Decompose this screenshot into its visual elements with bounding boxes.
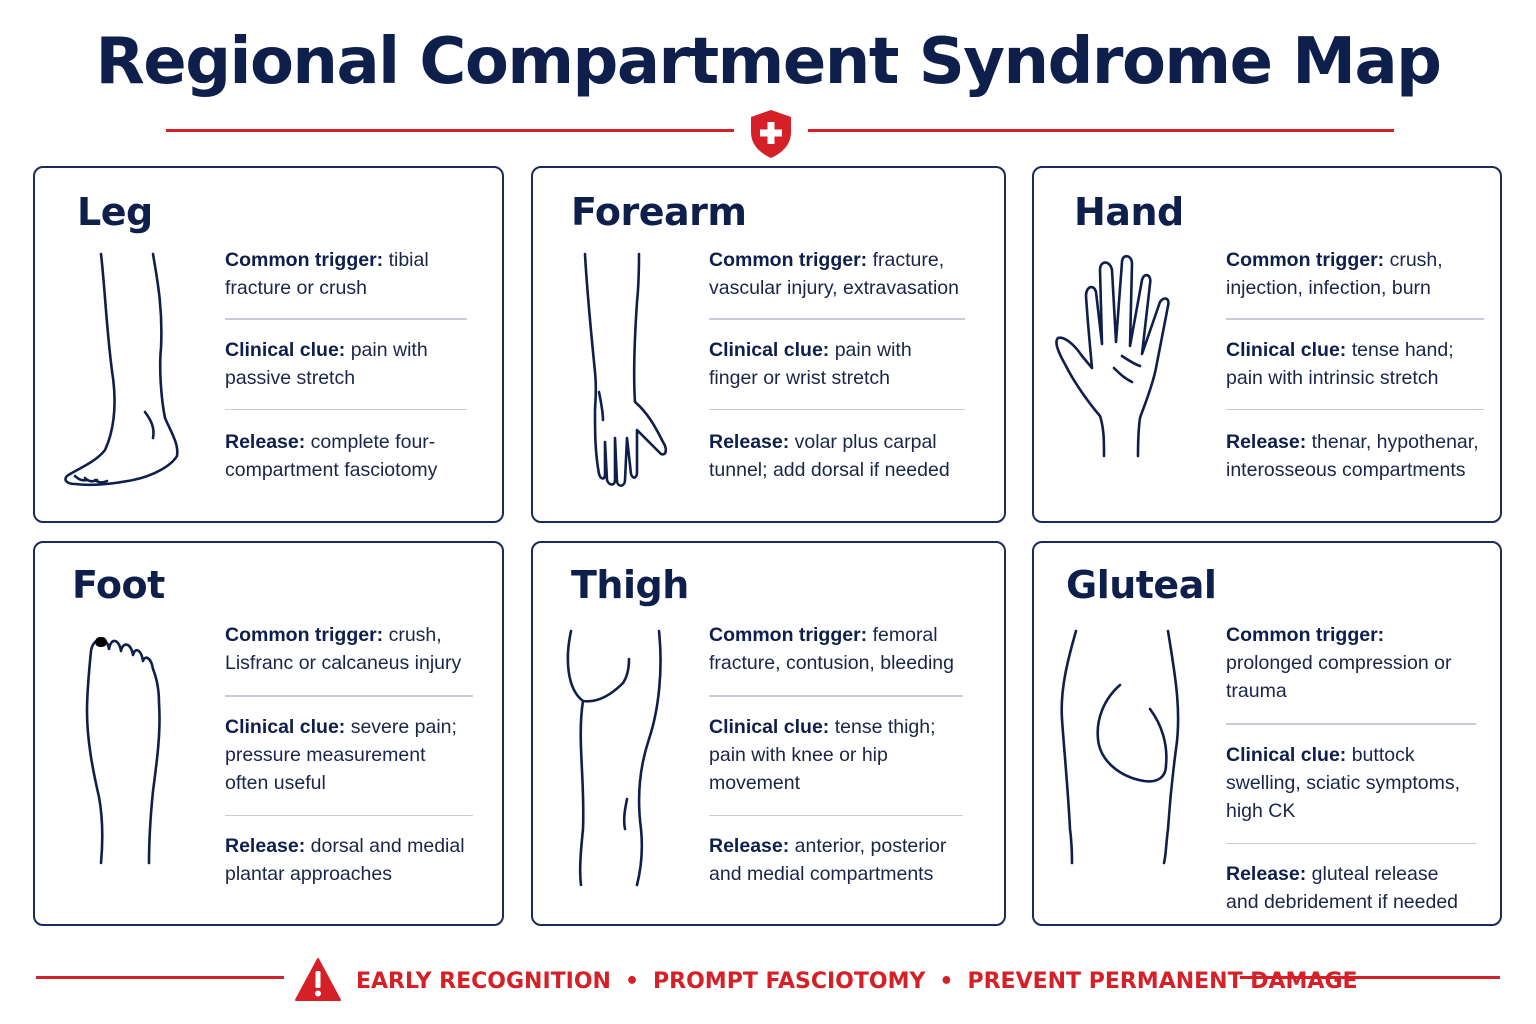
item-release: Release: complete four-compartment fasci… [225, 431, 438, 481]
divider [1226, 842, 1476, 844]
card-items: Common trigger: crush, Lisfranc or calca… [225, 621, 473, 888]
footer-divider-left [36, 976, 284, 979]
divider [225, 695, 473, 697]
card-thigh: Thigh Common trigger: femoral fracture, … [531, 541, 1006, 926]
item-release: Release: volar plus carpal tunnel; add d… [709, 431, 950, 481]
card-items: Common trigger: prolonged compression or… [1226, 621, 1476, 916]
medical-cross-shield-icon [748, 108, 794, 160]
item-trigger: Common trigger: tibial fracture or crush [225, 249, 429, 299]
divider [709, 695, 963, 697]
divider [1226, 318, 1484, 320]
divider [1226, 408, 1484, 410]
item-release: Release: anterior, posterior and medial … [709, 835, 947, 885]
card-foot: Foot Common trigger: crush, Lisfranc or … [33, 541, 504, 926]
footer-separator: • [624, 969, 640, 994]
item-clue: Clinical clue: severe pain; pressure mea… [225, 715, 457, 794]
footer-item: PREVENT PERMANENT DAMAGE [967, 969, 1358, 994]
card-title: Leg [77, 190, 153, 234]
item-clue: Clinical clue: pain with finger or wrist… [709, 338, 912, 389]
divider [225, 318, 467, 320]
card-title: Foot [72, 563, 165, 607]
divider [1226, 723, 1476, 725]
title-divider-left [166, 129, 734, 132]
title-divider-right [808, 129, 1394, 132]
card-forearm: Forearm Common trigger: fracture, vascul… [531, 166, 1006, 523]
card-items: Common trigger: tibial fracture or crush… [225, 246, 467, 484]
item-clue: Clinical clue: tense hand; pain with int… [1226, 338, 1454, 389]
foot-illustration [79, 631, 169, 867]
item-release: Release: thenar, hypothenar, interosseou… [1226, 431, 1479, 481]
card-title: Thigh [571, 563, 689, 607]
divider [225, 408, 467, 410]
footer-item: PROMPT FASCIOTOMY [653, 969, 926, 994]
divider [709, 318, 965, 320]
warning-triangle-icon [294, 957, 342, 1003]
card-leg: Leg Common trigger: tibial fracture or c… [33, 166, 504, 523]
item-trigger: Common trigger: prolonged compression or… [1226, 624, 1452, 702]
divider [709, 814, 963, 816]
card-title: Gluteal [1066, 563, 1217, 607]
item-trigger: Common trigger: crush, injection, infect… [1226, 249, 1443, 299]
divider [225, 814, 473, 816]
card-items: Common trigger: femoral fracture, contus… [709, 621, 963, 888]
footer-message: EARLY RECOGNITION • PROMPT FASCIOTOMY • PREV… [356, 965, 1358, 999]
forearm-illustration [581, 252, 681, 488]
card-title: Hand [1074, 190, 1184, 234]
footer-separator: • [939, 969, 954, 994]
item-trigger: Common trigger: femoral fracture, contus… [709, 624, 954, 674]
item-clue: Clinical clue: tense thigh; pain with kn… [709, 715, 936, 794]
thigh-illustration [563, 629, 667, 887]
hand-illustration [1052, 254, 1182, 461]
leg-illustration [61, 248, 206, 493]
divider [709, 408, 965, 410]
card-items: Common trigger: crush, injection, infect… [1226, 246, 1484, 484]
page-title: Regional Compartment Syndrome Map [95, 25, 1442, 99]
item-trigger: Common trigger: fracture, vascular injur… [709, 249, 959, 299]
card-gluteal: Gluteal Common trigger: prolonged compre… [1032, 541, 1502, 926]
item-release: Release: gluteal release and debridement… [1226, 863, 1459, 913]
gluteal-illustration [1058, 629, 1188, 865]
item-trigger: Common trigger: crush, Lisfranc or calca… [225, 624, 462, 674]
card-hand: Hand Common trigger: crush, injection, i… [1032, 166, 1502, 523]
item-clue: Clinical clue: buttock swelling, sciatic… [1226, 743, 1461, 822]
card-items: Common trigger: fracture, vascular injur… [709, 246, 965, 484]
item-release: Release: dorsal and medial plantar appro… [225, 835, 465, 885]
item-clue: Clinical clue: pain with passive stretch [225, 338, 428, 389]
footer-divider-right [1240, 976, 1500, 979]
footer-item: EARLY RECOGNITION [356, 969, 611, 994]
card-title: Forearm [571, 190, 747, 234]
